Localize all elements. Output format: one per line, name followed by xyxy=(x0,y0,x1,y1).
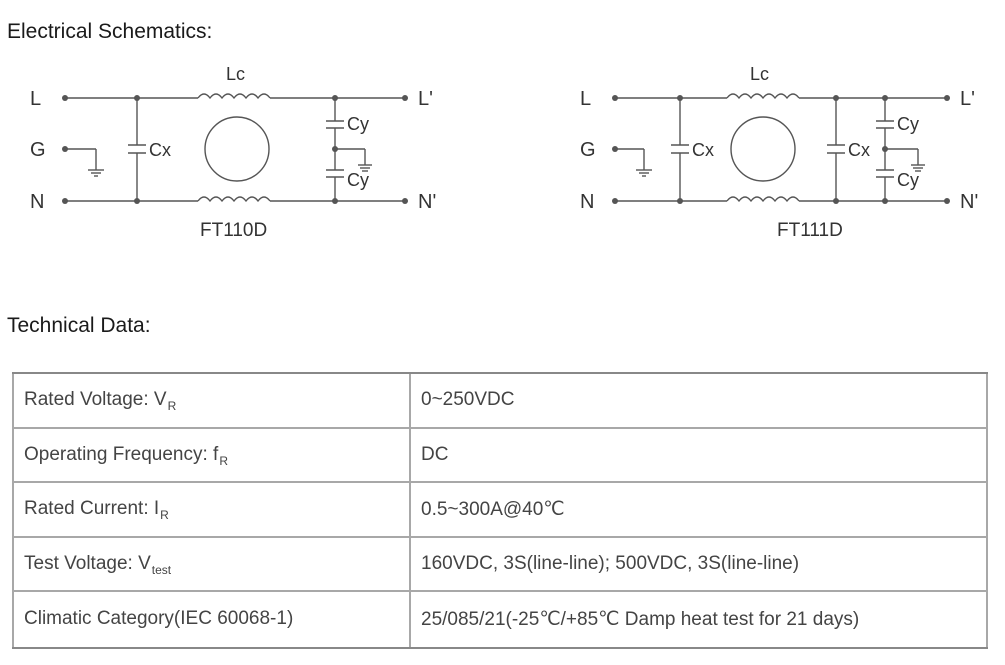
terminal-np-label: N' xyxy=(418,191,436,213)
capacitor-cy-bottom-label: Cy xyxy=(897,170,919,190)
capacitor-cy-bottom-label: Cy xyxy=(347,170,369,190)
capacitor-cy-top-label: Cy xyxy=(897,114,919,134)
spec-value: 0~250VDC xyxy=(411,374,988,427)
capacitor-cx-out-label: Cx xyxy=(848,140,870,160)
capacitor-cx-label: Cx xyxy=(149,140,171,160)
terminal-n-label: N xyxy=(30,191,44,213)
table-row: Climatic Category(IEC 60068-1) 25/085/21… xyxy=(12,592,988,647)
terminal-l-label: L xyxy=(580,88,591,110)
inductor-lc-label: Lc xyxy=(750,64,769,84)
terminal-g-label: G xyxy=(30,139,46,161)
inductor-lc-label: Lc xyxy=(226,64,245,84)
schematic-ft110d: L G N L' N' Lc Cx Cy Cy FT110D xyxy=(30,64,436,241)
technical-data-heading: Technical Data: xyxy=(7,314,151,337)
model-label: FT111D xyxy=(777,220,843,241)
terminal-l-label: L xyxy=(30,88,41,110)
capacitor-cx-in-label: Cx xyxy=(692,140,714,160)
spec-value: 160VDC, 3S(line-line); 500VDC, 3S(line-l… xyxy=(411,537,988,590)
terminal-g-label: G xyxy=(580,139,596,161)
terminal-np-label: N' xyxy=(960,191,978,213)
terminal-lp-label: L' xyxy=(960,88,975,110)
spec-value: 25/085/21(-25℃/+85℃ Damp heat test for 2… xyxy=(411,592,988,647)
spec-label: Climatic Category(IEC 60068-1) xyxy=(12,592,411,647)
model-label: FT110D xyxy=(200,220,267,241)
spec-value: DC xyxy=(411,428,988,481)
terminal-lp-label: L' xyxy=(418,88,433,110)
electrical-schematics-heading: Electrical Schematics: xyxy=(7,20,213,43)
terminal-n-label: N xyxy=(580,191,594,213)
spec-value: 0.5~300A@40℃ xyxy=(411,483,988,536)
schematic-ft111d: L G N L' N' Lc Cx Cx Cy Cy FT111D xyxy=(580,64,978,241)
capacitor-cy-top-label: Cy xyxy=(347,114,369,134)
